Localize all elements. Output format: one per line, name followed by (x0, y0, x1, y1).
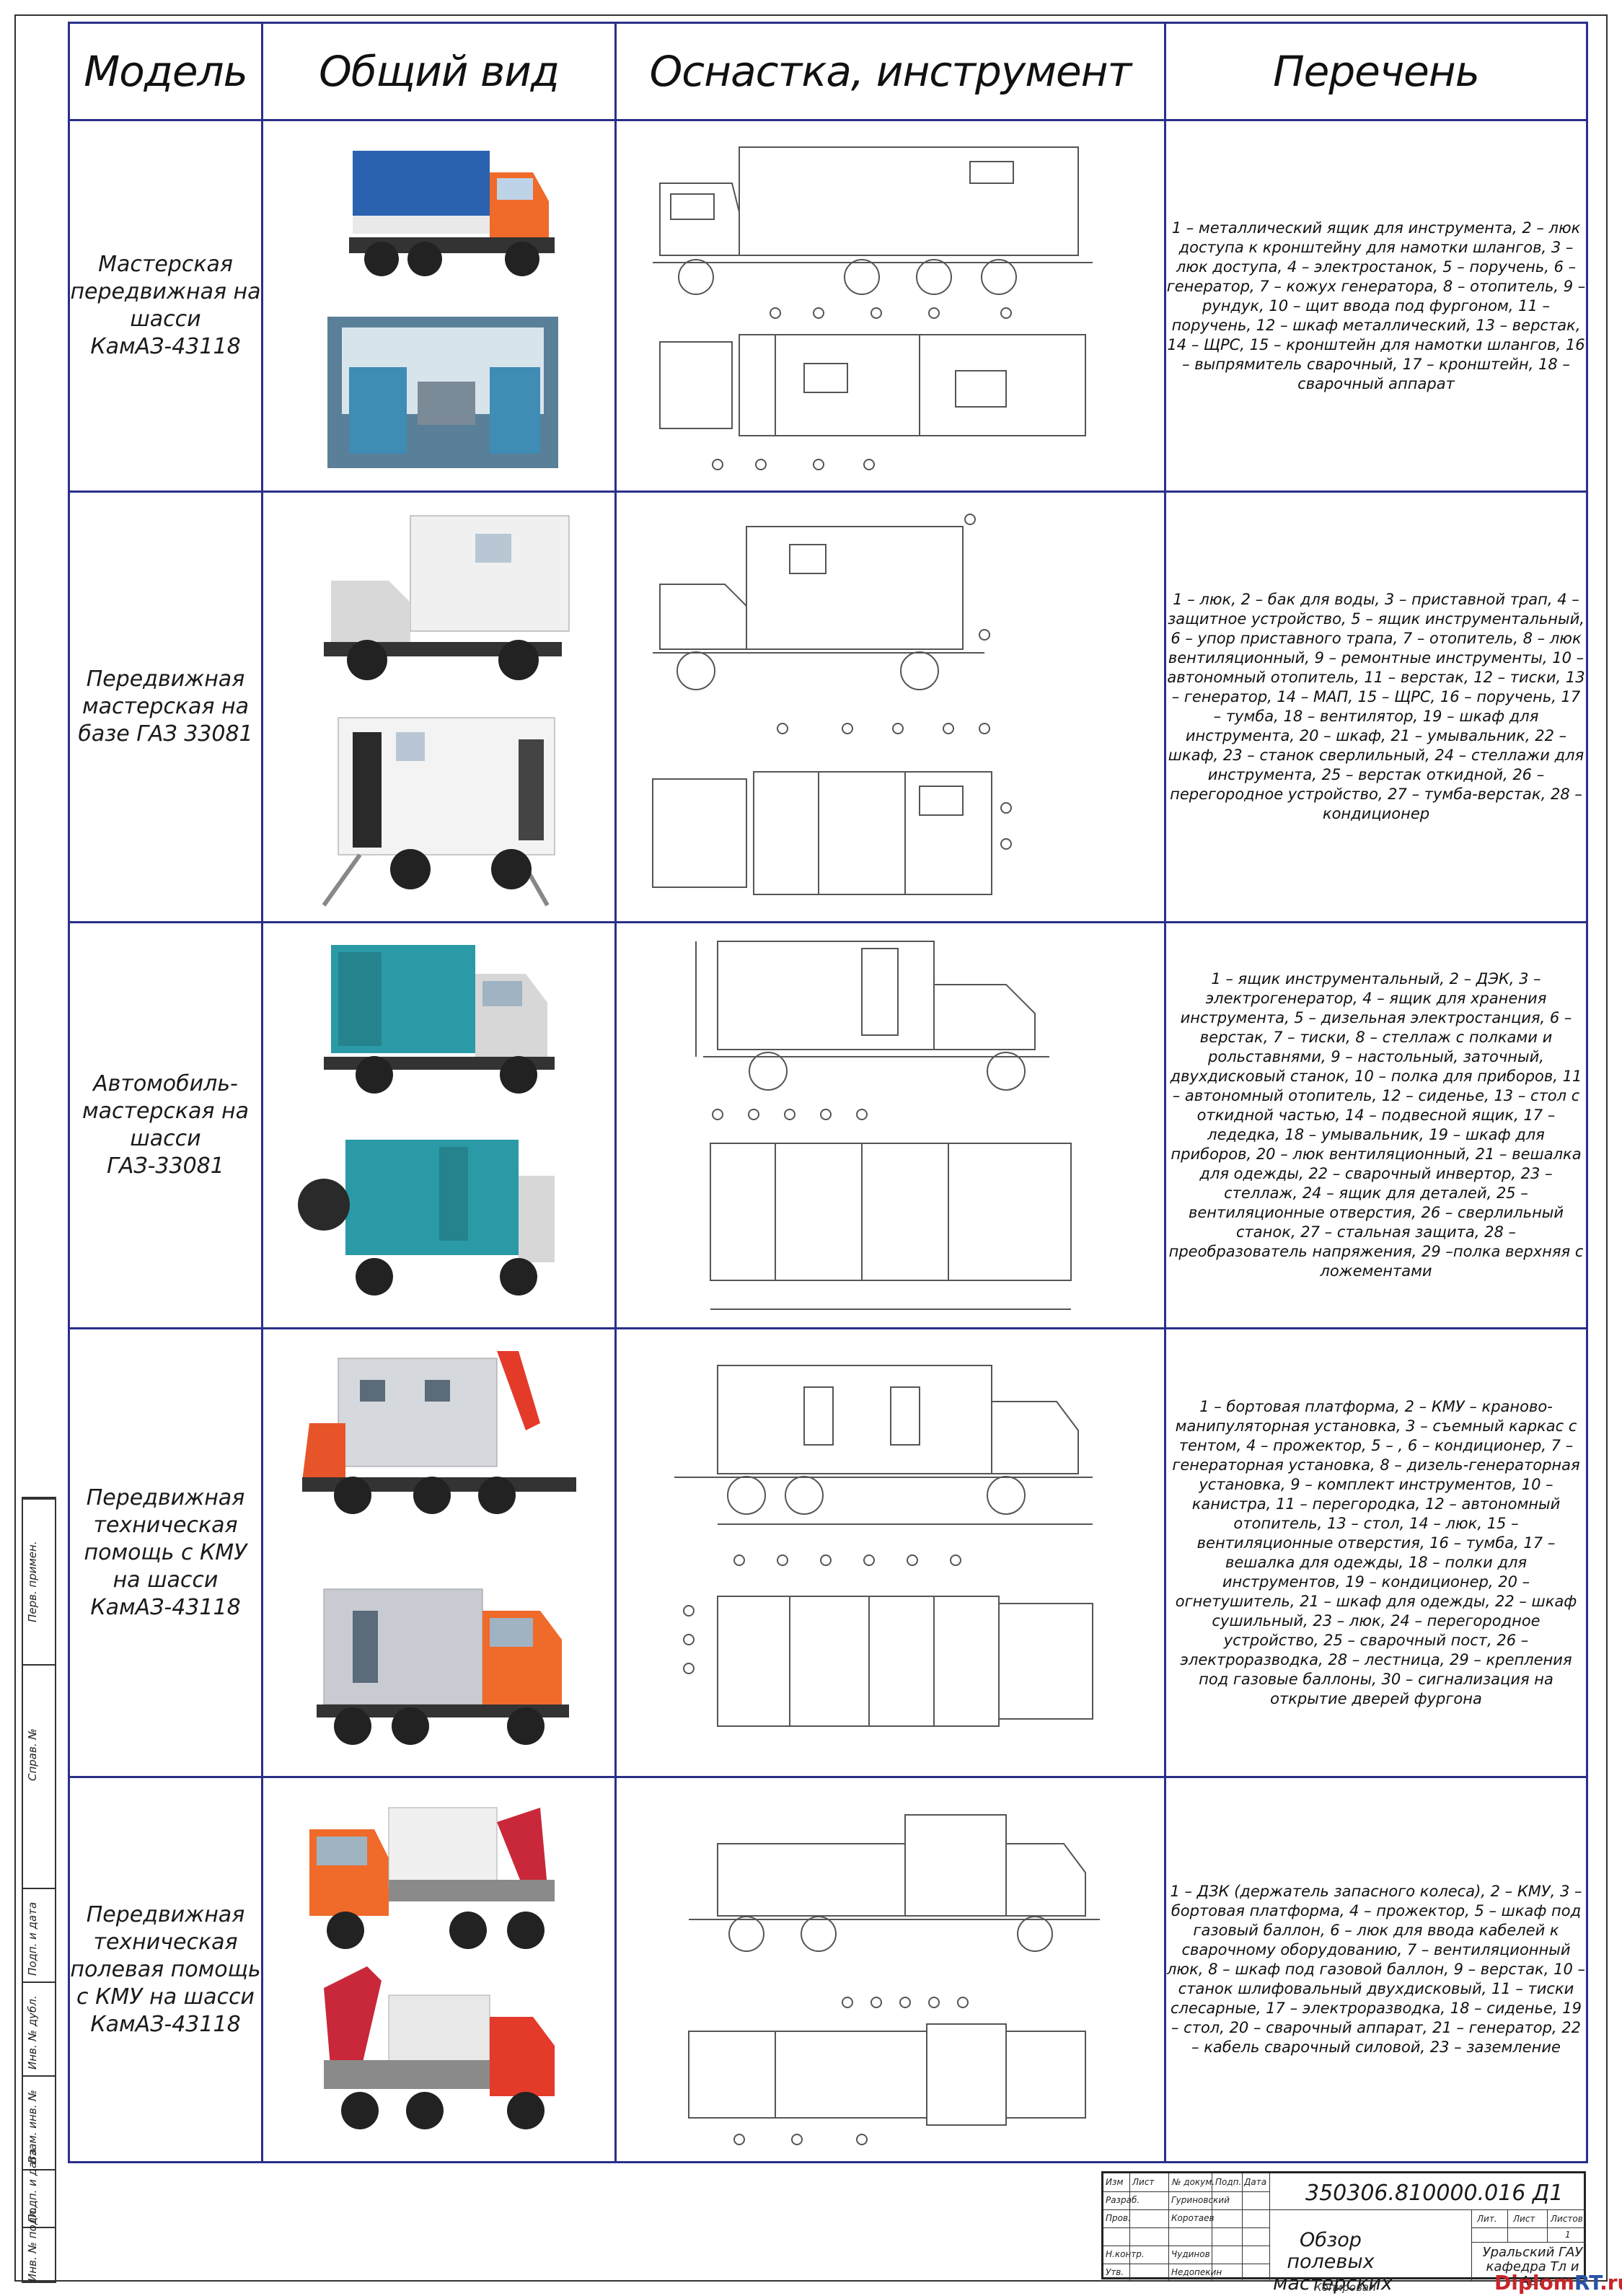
tb-utv: Утв. (1106, 2267, 1124, 2277)
title-block: Изм Лист № докум. Подп. Дата Разраб. Гур… (1101, 2171, 1586, 2295)
photo-cell (261, 921, 617, 1329)
strip-label: Перв. примен. (26, 1541, 39, 1622)
photo-cell (261, 119, 617, 493)
model-cell: Автомобиль-мастерская на шасси ГАЗ-33081 (68, 921, 263, 1329)
drawing-cell (614, 1327, 1166, 1778)
truck-photo-gaz-teal (297, 945, 555, 1296)
drawing-cell (614, 1776, 1166, 2163)
table-row: Передвижная мастерская на базе ГАЗ 33081 (68, 491, 1588, 923)
tb-sheet: Лист (1513, 2214, 1535, 2224)
tb-col-izm: Изм (1106, 2177, 1124, 2187)
list-cell: 1 – ящик инструментальный, 2 – ДЭК, 3 – … (1164, 921, 1588, 1329)
tb-col-list: Лист (1132, 2177, 1155, 2187)
truck-photo-kamaz-kmu (301, 1350, 576, 1745)
drawing-gaz-workshop (651, 514, 1012, 895)
drawing-gaz-teal (695, 941, 1072, 1310)
wm-a: Diplom (1494, 2271, 1574, 2295)
drawing-cell (614, 119, 1166, 493)
truck-photo-gaz-workshop (322, 515, 569, 907)
header-model: Модель (68, 22, 263, 121)
photo-cell (261, 1327, 617, 1778)
workshop-table: Модель Общий вид Оснастка, инструмент Пе… (68, 22, 1588, 2163)
model-cell: Передвижная мастерская на базе ГАЗ 33081 (68, 491, 263, 923)
header-list: Перечень (1164, 22, 1588, 121)
wm-b: RT (1574, 2271, 1600, 2295)
strip-cell: Подп. и дата (23, 1888, 55, 1983)
truck-photo-kamaz-workshop (327, 151, 558, 468)
document-code: 350306.810000.016 Д1 (1305, 2181, 1564, 2206)
strip-label: Подп. и дата (26, 1901, 39, 1976)
truck-photo-kamaz-field (309, 1807, 555, 2129)
tb-col-sign: Подп. (1215, 2177, 1242, 2187)
table-row: Передвижная техническая помощь с КМУ на … (68, 1327, 1588, 1778)
list-cell: 1 – бортовая платформа, 2 – КМУ – кранов… (1164, 1327, 1588, 1778)
tb-razrab: Разраб. (1106, 2195, 1140, 2205)
drawing-cell (614, 491, 1166, 923)
strip-cell: Справ. № (23, 1664, 55, 1831)
tb-prov: Пров. (1106, 2213, 1131, 2223)
strip-cell: Инв. № дубл. (23, 1981, 55, 2077)
table-row: Автомобиль-мастерская на шасси ГАЗ-33081 (68, 921, 1588, 1329)
header-row: Модель Общий вид Оснастка, инструмент Пе… (68, 22, 1588, 121)
left-strip: Перв. примен. Справ. № Подп. и дата Инв.… (22, 1497, 56, 2283)
tb-nkontr-name: Чудинов (1171, 2249, 1210, 2259)
tb-col-date: Дата (1244, 2177, 1267, 2187)
strip-label: Справ. № (26, 1728, 39, 1781)
document-name: Обзор полевых мастерских (1273, 2229, 1393, 2295)
list-cell: 1 – ДЗК (держатель запасного колеса), 2 … (1164, 1776, 1588, 2163)
strip-cell: Подп. и дата (23, 2149, 55, 2228)
strip-label: Инв. № подл. (26, 2207, 39, 2282)
strip-cell: Инв. № подл. (23, 2207, 55, 2283)
table-row: Мастерская передвижная на шасси КамАЗ-43… (68, 119, 1588, 493)
strip-label: Инв. № дубл. (26, 1995, 39, 2070)
tb-prov-name: Коротаев (1171, 2213, 1215, 2223)
strip-cell: Взам. инв. № (23, 2075, 55, 2170)
tb-col-doc: № докум. (1172, 2177, 1215, 2187)
watermark-logo: DiplomRT.ru (1494, 2271, 1622, 2295)
header-general-view: Общий вид (261, 22, 617, 121)
drawing-kamaz-field (687, 1813, 1100, 2145)
photo-cell (261, 491, 617, 923)
model-cell: Мастерская передвижная на шасси КамАЗ-43… (68, 119, 263, 493)
sheet-border (14, 14, 1608, 2282)
organization: Уральский ГАУ кафедра Тл и Авт (1482, 2245, 1583, 2289)
tb-sheets-num: 1 (1565, 2230, 1571, 2240)
model-cell: Передвижная техническая помощь с КМУ на … (68, 1327, 263, 1778)
drawing-kamaz-kmu (674, 1364, 1093, 1727)
tb-nkontr: Н.контр. (1106, 2249, 1145, 2259)
copy-label: Копировал (1314, 2281, 1376, 2294)
list-cell: 1 – металлический ящик для инструмента, … (1164, 119, 1588, 493)
list-cell: 1 – люк, 2 – бак для воды, 3 – приставно… (1164, 491, 1588, 923)
drawing-kamaz-workshop (652, 146, 1093, 470)
strip-cell: Перв. примен. (23, 1498, 55, 1666)
tb-razrab-name: Гуриновский (1171, 2195, 1230, 2205)
wm-c: .ru (1600, 2271, 1622, 2295)
tb-sheets: Листов (1551, 2214, 1583, 2224)
photo-cell (261, 1776, 617, 2163)
drawing-cell (614, 921, 1166, 1329)
header-equipment: Оснастка, инструмент (614, 22, 1166, 121)
tb-utv-name: Недопекин (1171, 2267, 1222, 2277)
model-cell: Передвижная техническая полевая помощь с… (68, 1776, 263, 2163)
table-row: Передвижная техническая полевая помощь с… (68, 1776, 1588, 2163)
tb-lit: Лит. (1477, 2214, 1497, 2224)
